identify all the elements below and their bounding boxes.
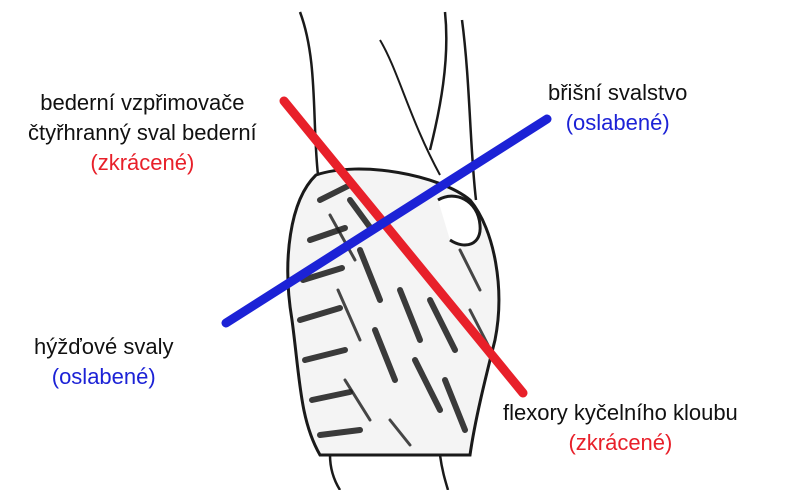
abdominals-label: břišní svalstvo (oslabené)	[548, 78, 687, 138]
back-extensors-line1: bederní vzpřimovače	[28, 88, 257, 118]
hip-flexors-status: (zkrácené)	[503, 428, 738, 458]
glutes-label: hýžďové svaly (oslabené)	[34, 332, 173, 392]
abdominals-name: břišní svalstvo	[548, 78, 687, 108]
abdominals-status: (oslabené)	[548, 108, 687, 138]
back-extensors-line2: čtyřhranný sval bederní	[28, 118, 257, 148]
back-extensors-label: bederní vzpřimovače čtyřhranný sval bede…	[28, 88, 257, 178]
back-extensors-status: (zkrácené)	[28, 148, 257, 178]
glutes-status: (oslabené)	[34, 362, 173, 392]
hip-flexors-name: flexory kyčelního kloubu	[503, 398, 738, 428]
hip-flexors-label: flexory kyčelního kloubu (zkrácené)	[503, 398, 738, 458]
pelvis-thigh-sketch-icon	[288, 12, 499, 490]
glutes-name: hýžďové svaly	[34, 332, 173, 362]
